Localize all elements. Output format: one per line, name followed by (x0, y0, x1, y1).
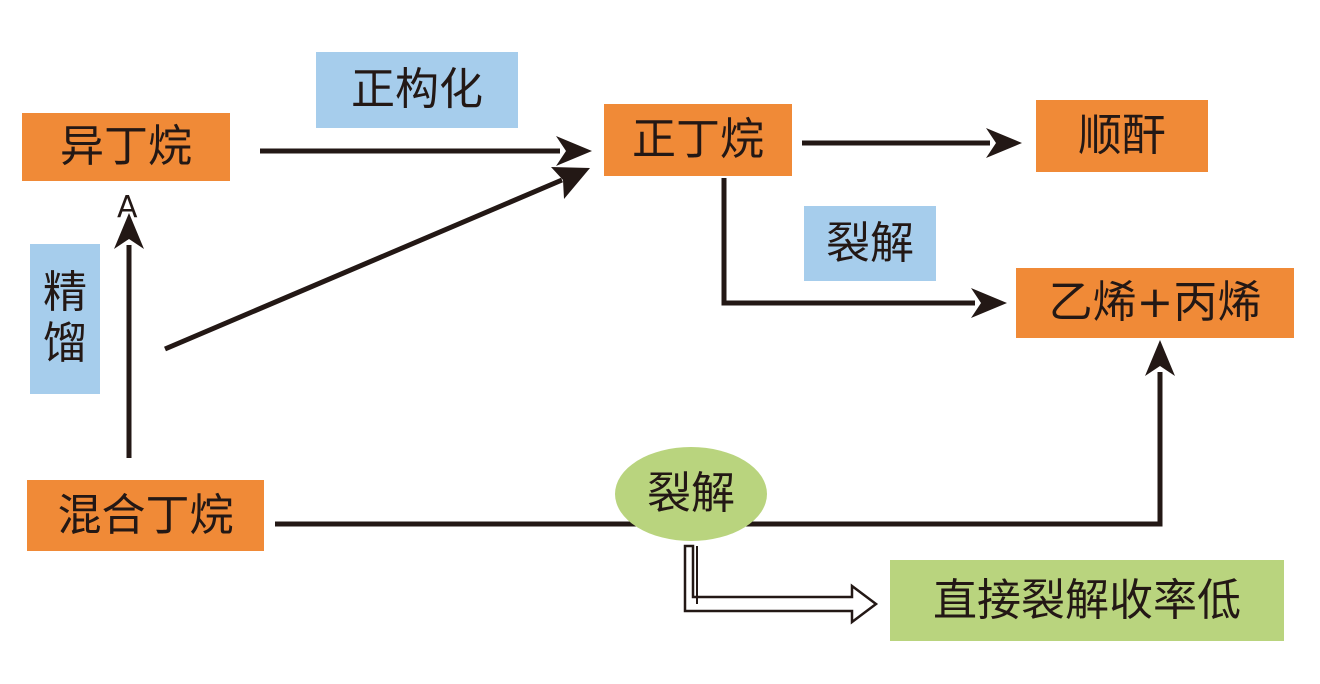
mixed-butane-node: 混合丁烷 (27, 480, 264, 551)
arrowhead-isobutane-to-nbutane (556, 136, 592, 166)
arrowhead-nbutane-to-olefins (971, 288, 1007, 318)
rectification-label: 精 馏 (30, 244, 100, 394)
cracking-ellipse (615, 447, 767, 541)
rectification-label-char-1: 精 (43, 267, 87, 319)
hollow-arrow-to-low-yield (683, 544, 879, 625)
low-yield-node: 直接裂解收率低 (890, 560, 1284, 641)
cracking-label-top: 裂解 (804, 206, 936, 281)
ethylene-propylene-node: 乙烯+丙烯 (1016, 268, 1294, 338)
maleic-anhydride-node-text: 顺酐 (1078, 110, 1166, 161)
cracking-label-top-text: 裂解 (826, 217, 914, 269)
isomerization-label-text: 正构化 (351, 64, 483, 115)
maleic-anhydride-node: 顺酐 (1036, 100, 1208, 172)
cracking-ellipse-label: 裂解 (615, 462, 767, 526)
arrowhead-mixed-to-olefins (1145, 340, 1175, 376)
mixed-butane-node-text: 混合丁烷 (57, 489, 234, 541)
cracking-ellipse-text: 裂解 (647, 468, 735, 519)
rectification-label-char-2: 馏 (43, 318, 87, 369)
arrowhead-nbutane-to-maleic (986, 128, 1022, 158)
arrowhead-mixed-to-isobutane (114, 213, 144, 249)
arrow-nbutane-to-olefins (721, 178, 975, 306)
nbutane-node: 正丁烷 (604, 104, 792, 176)
arrowhead-diagonal-to-nbutane (551, 167, 590, 199)
nbutane-node-text: 正丁烷 (632, 114, 764, 165)
ethylene-propylene-node-text: 乙烯+丙烯 (1048, 277, 1262, 328)
arrow-diagonal-to-nbutane (164, 177, 563, 352)
isomerization-label: 正构化 (316, 52, 518, 128)
isobutane-node: 异丁烷 (22, 113, 230, 181)
point-a-label: A (117, 190, 138, 225)
arrow-mixed-to-olefins (275, 372, 1163, 527)
isobutane-node-text: 异丁烷 (60, 121, 192, 172)
low-yield-node-text: 直接裂解收率低 (933, 574, 1241, 626)
